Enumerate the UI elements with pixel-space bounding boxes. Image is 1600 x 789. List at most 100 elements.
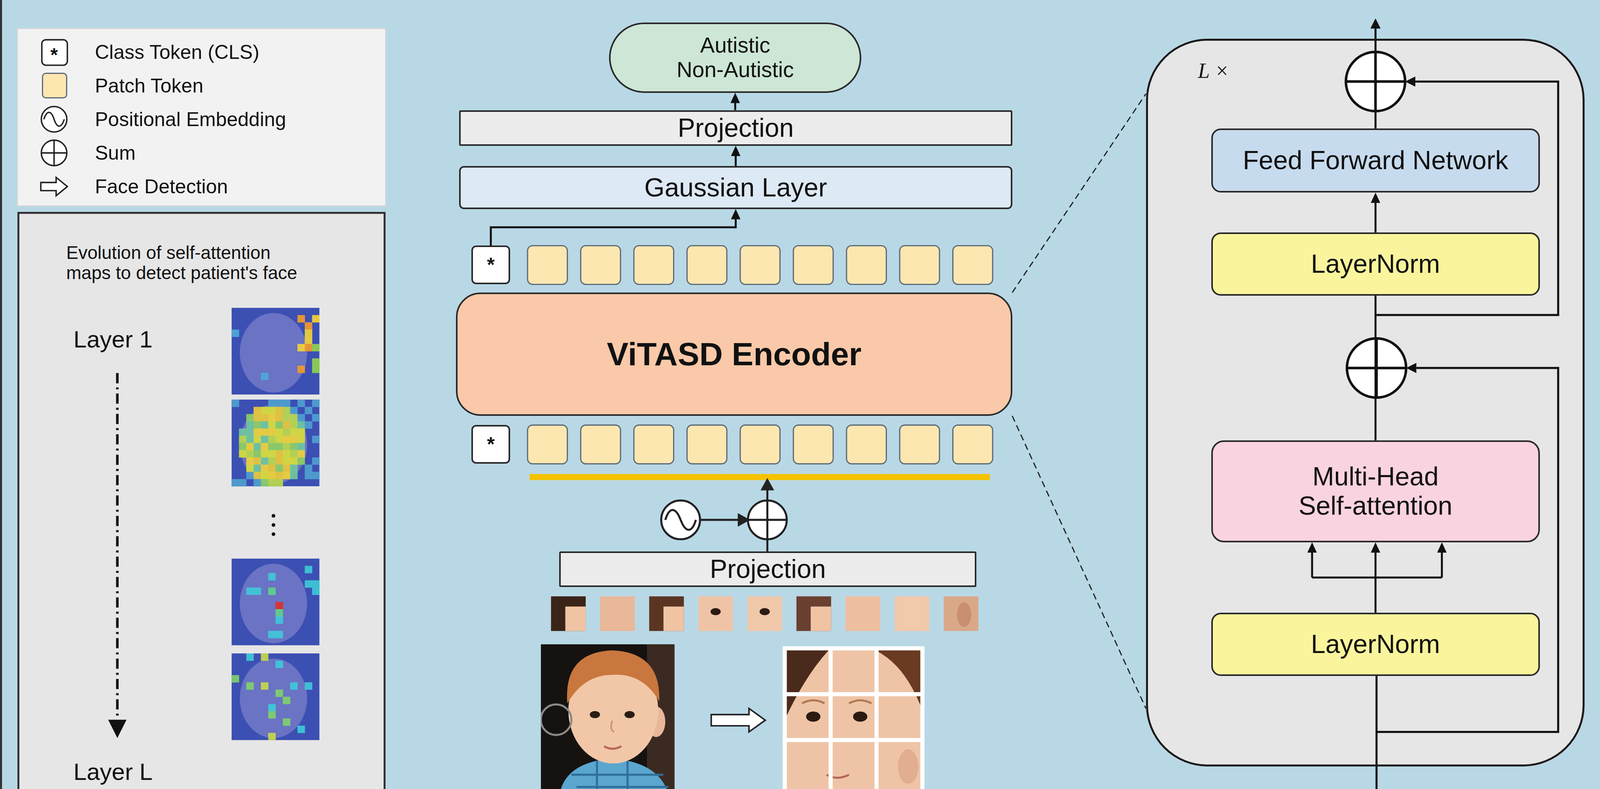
embedding-sum-part xyxy=(738,514,748,526)
attention-maps-part-part xyxy=(297,726,305,734)
image-patches-part xyxy=(550,596,586,632)
attention-maps-part-part xyxy=(231,399,320,487)
patient-photo-part xyxy=(540,704,572,736)
patient-photo-part xyxy=(624,711,635,719)
attention-maps-part-part xyxy=(282,464,291,473)
attention-maps-part-part xyxy=(253,587,261,596)
attention-maps-part-part xyxy=(275,602,284,610)
attention-maps-part-part xyxy=(304,565,313,574)
attention-maps-part-part xyxy=(268,711,276,719)
legend-symbols-part xyxy=(41,140,68,166)
node-text: Autistic Non-Autistic xyxy=(675,33,796,82)
attention-maps-part-part xyxy=(290,450,298,458)
face-detection-arrow-part xyxy=(711,708,766,732)
layernorm-box: LayerNorm xyxy=(1211,232,1540,296)
attention-maps-part xyxy=(231,399,320,487)
attention-maps-part-part xyxy=(304,421,313,430)
panel-fill xyxy=(17,211,386,789)
patch-tokens-in-part xyxy=(686,425,727,464)
node-text: Projection xyxy=(709,554,827,585)
embedding-sum-part xyxy=(661,500,700,540)
face-grid-part-part xyxy=(852,711,868,723)
attention-maps-part-part xyxy=(246,464,254,473)
attention-maps-part-part xyxy=(304,336,313,345)
panel-fill-part xyxy=(17,211,386,789)
attention-maps-part-part xyxy=(260,653,269,662)
attention-maps-part-part xyxy=(312,580,320,589)
attention-maps-part-part xyxy=(268,435,276,444)
patch-tokens-out-part xyxy=(793,245,834,285)
attention-maps-part-part xyxy=(282,406,291,415)
node-text: ViTASD Encoder xyxy=(607,336,862,373)
attention-maps-part-part xyxy=(290,472,298,480)
legend-swatch xyxy=(41,72,68,99)
legend-symbols-part xyxy=(41,140,68,166)
image-patches-part-part xyxy=(710,608,721,616)
connector-line xyxy=(1012,93,1147,293)
attention-maps-part-part xyxy=(282,435,291,444)
attention-maps-part-part xyxy=(260,472,269,480)
embedding-sum-part xyxy=(762,480,773,490)
legend-symbols xyxy=(40,39,68,197)
arrowhead xyxy=(1370,192,1381,203)
connector-line xyxy=(1441,550,1444,578)
attention-maps-part-part xyxy=(246,653,254,662)
token-bar-part xyxy=(529,474,990,481)
patch-tokens-in-part xyxy=(846,425,887,464)
embedding-sum-part xyxy=(747,500,787,540)
layer-label: Layer 1 xyxy=(73,326,153,353)
attention-maps-part-part xyxy=(304,322,313,330)
node-text: L × xyxy=(1197,58,1230,83)
image-patches xyxy=(550,596,979,632)
attention-maps-part xyxy=(231,653,320,741)
class-token: * xyxy=(471,425,511,464)
node-text: Multi-Head Self-attention xyxy=(1294,462,1457,521)
attention-maps-part-part xyxy=(297,450,305,458)
connector-line xyxy=(490,217,736,246)
attention-maps-part-part xyxy=(290,682,298,691)
attention-maps-part-part xyxy=(312,358,320,367)
face-grid-part-part xyxy=(786,650,921,789)
attention-maps-part-part xyxy=(268,479,276,487)
image-patches-part xyxy=(796,596,832,632)
attention-maps-part-part xyxy=(312,587,320,596)
connector-line xyxy=(1374,577,1377,613)
attention-maps-part-part xyxy=(275,631,284,639)
attention-maps-part-part xyxy=(268,406,276,415)
patient-photo-part xyxy=(589,711,600,719)
image-patches-part xyxy=(845,596,881,632)
attention-maps-part-part xyxy=(304,464,313,473)
attention-maps-part-part xyxy=(282,399,291,408)
gaussian-layer: Gaussian Layer xyxy=(459,166,1013,209)
attention-maps-part-part xyxy=(253,472,261,480)
ellipsis-dots xyxy=(271,514,276,537)
face-grid-part-part xyxy=(801,700,872,704)
attention-maps-part-part xyxy=(275,421,284,430)
attention-maps-part-part xyxy=(290,464,298,473)
legend-text: Patch Token xyxy=(94,74,204,97)
image-patches-part-part xyxy=(810,606,832,632)
attention-maps-part-part xyxy=(312,457,320,466)
connector xyxy=(490,209,741,246)
patch-tokens-out-part xyxy=(580,245,621,285)
connector-line xyxy=(1012,416,1147,709)
attention-maps-part-part xyxy=(275,660,284,669)
face-grid-part xyxy=(782,692,925,697)
attention-maps xyxy=(231,308,320,741)
attention-maps-part-part xyxy=(282,421,291,430)
legend-panel xyxy=(17,28,386,207)
attention-maps-part-part xyxy=(297,421,305,430)
attention-maps-part-part xyxy=(268,704,276,712)
attention-maps-part-part xyxy=(246,414,254,422)
image-patches-part xyxy=(943,596,979,632)
residual-heads-part xyxy=(1370,18,1381,29)
layer-arrow-part xyxy=(116,373,119,721)
legend-panel-part xyxy=(17,28,386,207)
attention-maps-part-part xyxy=(268,421,276,430)
residual-sums-part xyxy=(1345,52,1406,112)
attention-maps-part-part xyxy=(253,435,261,444)
attention-maps-part-part xyxy=(246,457,254,466)
attention-maps-part-part xyxy=(297,457,305,466)
